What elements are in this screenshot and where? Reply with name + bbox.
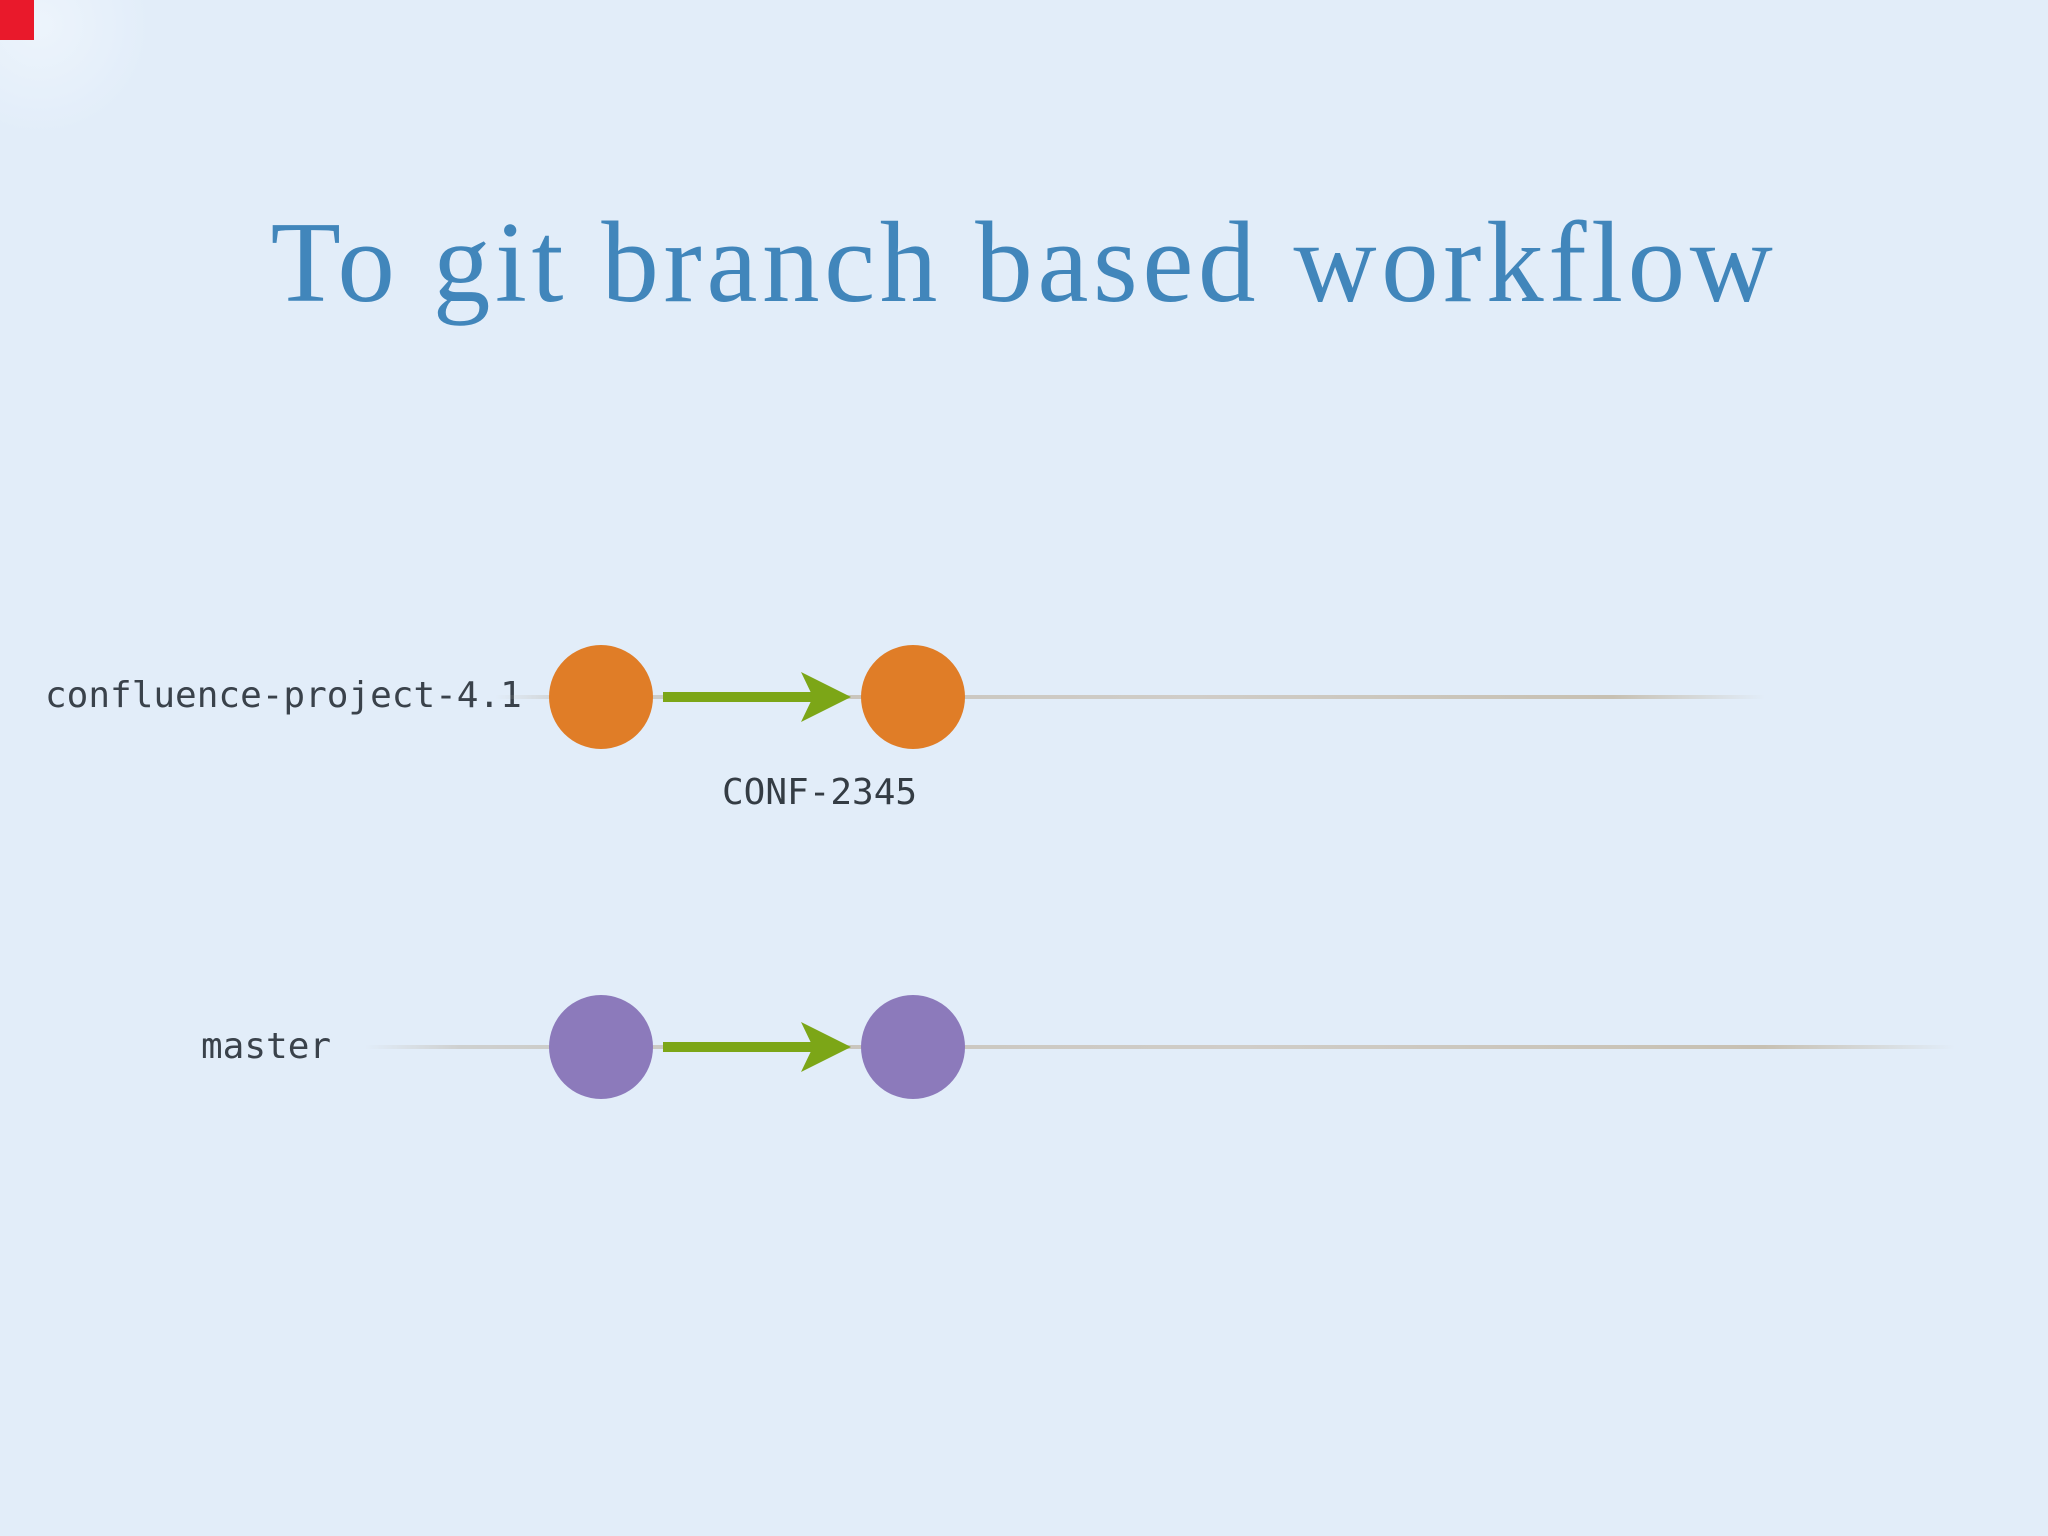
branch-label-master: master (201, 1026, 332, 1067)
commit-label: CONF-2345 (722, 772, 918, 813)
branch-timeline (495, 695, 1765, 699)
commit-node (549, 995, 653, 1099)
commit-arrow-icon (663, 1022, 851, 1072)
branch-timeline (365, 1045, 1955, 1049)
page-title: To git branch based workflow (270, 199, 1778, 326)
red-corner-marker (0, 0, 34, 40)
commit-node (861, 645, 965, 749)
commit-node (549, 645, 653, 749)
commit-arrow-icon (663, 672, 851, 722)
branch-label-confluence: confluence-project-4.1 (45, 675, 522, 716)
commit-node (861, 995, 965, 1099)
